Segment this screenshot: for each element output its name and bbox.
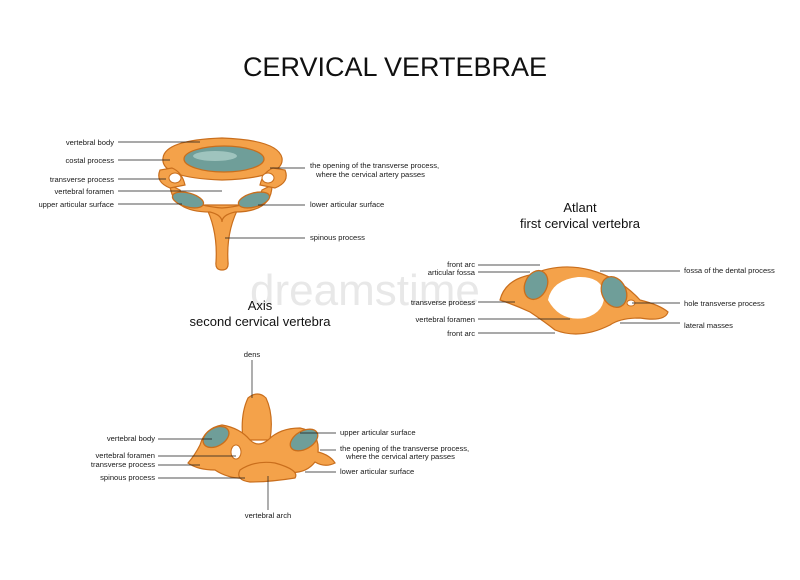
axis-upper-articular-left — [202, 425, 230, 449]
label-transverse-opening-1: the opening of the transverse process, — [310, 161, 439, 170]
atlas-articular-fossa-right — [600, 275, 628, 309]
label-fossa-dental-process: fossa of the dental process — [684, 266, 775, 275]
vertebral-foramen-shape — [190, 181, 252, 199]
label-axis-spinous-process: spinous process — [100, 473, 155, 482]
label-articular-fossa: articular fossa — [428, 268, 476, 277]
axis-heading-name: Axis — [247, 298, 273, 313]
label-axis-transverse-opening-2: where the cervical artery passes — [345, 452, 455, 461]
page-title: CERVICAL VERTEBRAE — [242, 52, 548, 82]
axis-vertebral-foramen — [230, 444, 242, 460]
label-lateral-masses: lateral masses — [684, 321, 733, 330]
label-vertebral-body: vertebral body — [66, 138, 114, 147]
dens-shape — [241, 393, 272, 441]
axis-heading: Axis second cervical vertebra — [170, 298, 350, 330]
label-costal-process: costal process — [65, 156, 114, 165]
label-axis-transverse-opening-1: the opening of the transverse process, — [340, 444, 469, 453]
label-lower-articular-surface: lower articular surface — [310, 200, 384, 209]
label-atlas-transverse-process: transverse process — [411, 298, 475, 307]
atlant-heading-desc: first cervical vertebra — [520, 216, 640, 231]
label-hole-transverse-process: hole transverse process — [684, 299, 765, 308]
label-front-arc-2: front arc — [447, 329, 475, 338]
body-highlight — [193, 151, 237, 161]
label-upper-articular-surface: upper articular surface — [38, 200, 114, 209]
label-axis-lower-articular: lower articular surface — [340, 467, 414, 476]
label-dens: dens — [244, 350, 261, 359]
label-atlas-vertebral-foramen: vertebral foramen — [415, 315, 475, 324]
atlas-foramen-shape — [548, 276, 605, 319]
label-axis-upper-articular: upper articular surface — [340, 428, 416, 437]
axis-arch-shape — [238, 461, 297, 483]
label-axis-transverse-process: transverse process — [91, 460, 155, 469]
atlant-heading-name: Atlant — [563, 200, 597, 215]
right-transverse-foramen — [261, 172, 275, 184]
axis-upper-articular-right — [289, 428, 319, 452]
atlas-figure: front arc articular fossa transverse pro… — [411, 260, 775, 338]
right-lower-articular-surface — [237, 191, 271, 209]
label-transverse-process: transverse process — [50, 175, 114, 184]
atlant-heading: Atlant first cervical vertebra — [500, 200, 660, 232]
label-axis-vertebral-foramen: vertebral foramen — [95, 451, 155, 460]
typical-vertebra-figure: vertebral body costal process transverse… — [38, 137, 439, 271]
watermark: dreamstime — [250, 266, 480, 315]
axis-heading-desc: second cervical vertebra — [189, 314, 331, 329]
label-front-arc: front arc — [447, 260, 475, 269]
label-axis-vertebral-body: vertebral body — [107, 434, 155, 443]
label-transverse-opening-2: where the cervical artery passes — [315, 170, 425, 179]
label-vertebral-foramen: vertebral foramen — [54, 187, 114, 196]
left-transverse-foramen — [168, 172, 182, 184]
label-vertebral-arch: vertebral arch — [245, 511, 291, 520]
atlas-articular-fossa-left — [523, 269, 549, 301]
label-spinous-process: spinous process — [310, 233, 365, 242]
axis-figure: dens vertebral body vertebral foramen tr… — [91, 350, 469, 520]
